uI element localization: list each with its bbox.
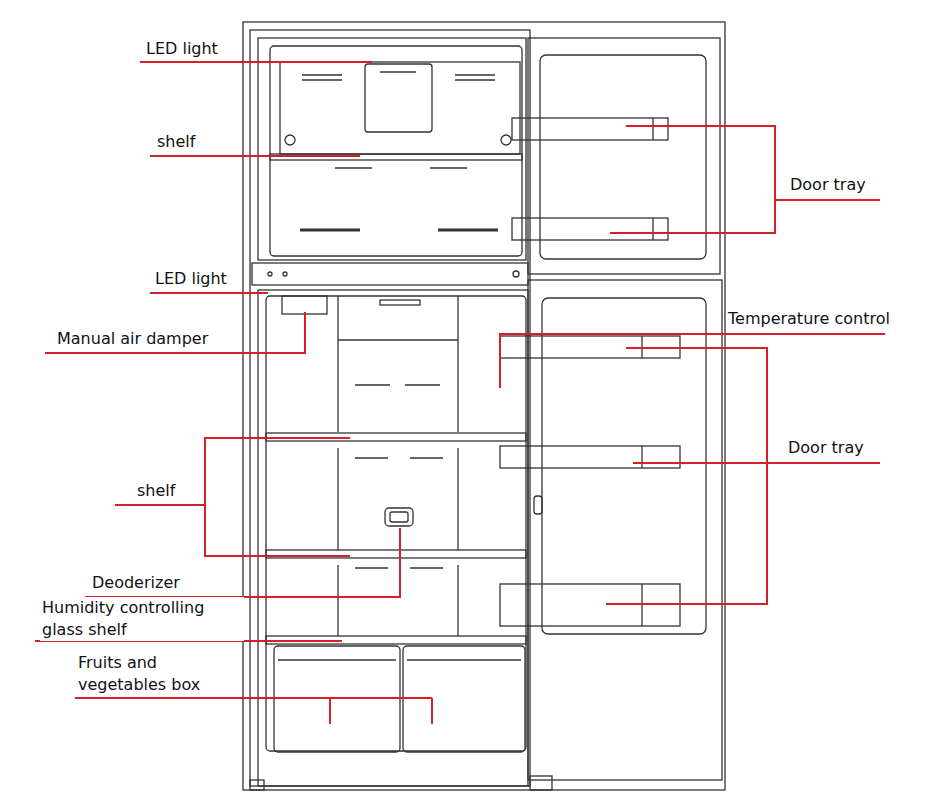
leader-line — [115, 504, 205, 506]
vent — [455, 74, 495, 75]
leader-line — [329, 698, 331, 724]
leader-line — [500, 334, 885, 388]
light-cover — [380, 300, 420, 305]
crisper-edge — [407, 659, 521, 660]
vent — [410, 567, 443, 568]
back-wall — [457, 448, 458, 550]
cabinet-outline — [243, 22, 725, 790]
vent — [410, 457, 443, 458]
dot — [268, 272, 272, 276]
fridge-door — [528, 280, 722, 780]
leader-bracket — [610, 126, 775, 233]
part-label: Manual air damper — [55, 328, 210, 350]
vent — [335, 167, 372, 168]
vent — [302, 79, 342, 80]
freezer-door-liner — [540, 55, 706, 259]
freezer-opening — [258, 38, 526, 260]
leader-line — [140, 61, 372, 63]
dot — [283, 272, 287, 276]
freezer-door — [528, 38, 720, 274]
leader-line — [431, 698, 433, 724]
tray-edge — [652, 218, 653, 240]
leader-bracket — [606, 348, 767, 604]
freezer-back — [280, 62, 520, 154]
fridge-body — [243, 22, 725, 790]
deodorizer — [385, 508, 413, 526]
ice-box — [365, 64, 432, 132]
back-wall — [337, 448, 338, 550]
part-label: Door tray — [788, 174, 868, 196]
part-label: Fruits and vegetables box — [76, 652, 230, 696]
leader-line — [150, 155, 360, 157]
tray-edge — [652, 118, 653, 140]
back-wall — [337, 296, 338, 432]
leader-bracket — [205, 438, 350, 556]
door-tray — [500, 446, 680, 468]
back-wall — [457, 565, 458, 636]
vent — [438, 229, 498, 232]
vent — [355, 567, 388, 568]
fridge-opening — [258, 290, 528, 786]
part-label: shelf — [155, 131, 197, 153]
dot — [513, 271, 519, 277]
part-label: Temperature control — [726, 308, 892, 330]
leader-lines — [35, 62, 885, 724]
crisper-edge — [278, 659, 396, 660]
screw — [501, 135, 511, 145]
part-label: Humidity controlling glass shelf — [40, 597, 244, 641]
leader-line — [775, 199, 880, 201]
vent — [405, 384, 440, 385]
vent — [455, 79, 495, 80]
vent — [300, 229, 360, 232]
divider-band — [252, 263, 528, 285]
part-label: shelf — [135, 480, 177, 502]
vent — [302, 74, 342, 75]
freezer-liner — [270, 46, 522, 256]
door-tray — [512, 218, 668, 240]
part-label: LED light — [153, 268, 229, 290]
back-wall — [457, 296, 458, 432]
air-damper — [282, 296, 327, 314]
screw — [285, 135, 295, 145]
part-label: Door tray — [786, 437, 866, 459]
vent — [380, 71, 416, 72]
fridge-liner — [266, 296, 526, 751]
leader-line — [45, 312, 305, 353]
part-label: Deoderizer — [90, 572, 182, 594]
deodorizer — [390, 512, 408, 522]
foot — [250, 780, 264, 790]
vent — [355, 384, 390, 385]
hinge — [530, 776, 552, 790]
back-wall — [337, 565, 338, 636]
leader-line — [85, 528, 400, 597]
cabinet-inner — [250, 30, 530, 786]
tray-edge — [641, 446, 642, 468]
leader-line — [633, 462, 880, 464]
leader-line — [150, 292, 268, 294]
vent — [430, 167, 467, 168]
door-tray — [512, 118, 668, 140]
vent — [355, 457, 388, 458]
part-label: LED light — [144, 38, 220, 60]
leader-line — [75, 697, 432, 699]
back-wall — [338, 339, 458, 340]
door-switch — [534, 496, 542, 514]
